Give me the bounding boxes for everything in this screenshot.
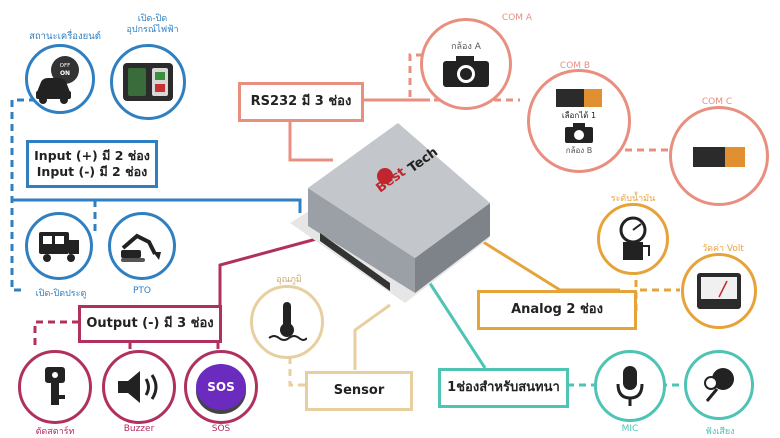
sos-button-graphic: SOS bbox=[196, 364, 246, 410]
speaker-circle bbox=[684, 350, 754, 420]
sos-circle: SOS bbox=[184, 350, 258, 424]
camera-b-label: กล้อง B bbox=[565, 146, 593, 155]
mic-label: MIC bbox=[621, 424, 639, 434]
com-c-label: COM C bbox=[701, 97, 733, 107]
card-reader-icon bbox=[693, 147, 745, 167]
mic-circle bbox=[594, 350, 666, 422]
talk-box: 1ช่องสำหรับสนทนา bbox=[438, 368, 569, 408]
car-icon: OFF ON bbox=[36, 56, 79, 104]
volt-label: วัดค่า Volt bbox=[702, 244, 744, 254]
output-box: Output (-) มี 3 ช่อง bbox=[78, 305, 222, 343]
com-b-label: COM B bbox=[559, 61, 591, 71]
door-label: เปิด-ปิดประตู bbox=[35, 289, 87, 299]
speaker-icon bbox=[704, 368, 734, 402]
option-1-label: เลือกได้ 1 bbox=[561, 111, 597, 120]
volt-circle bbox=[681, 253, 757, 329]
fuel-level-circle bbox=[597, 203, 669, 275]
temperature-circle bbox=[250, 285, 324, 359]
sos-label: SOS bbox=[211, 424, 231, 434]
voltmeter-icon bbox=[697, 273, 741, 309]
mic-icon bbox=[616, 366, 644, 406]
door-circle bbox=[25, 212, 93, 280]
camera-a-label: กล้อง A bbox=[451, 42, 481, 52]
switch-panel-icon bbox=[123, 63, 173, 101]
on-label: ON bbox=[60, 70, 70, 77]
truck-icon bbox=[39, 232, 79, 262]
fuel-level-label: ระดับน้ำมัน bbox=[610, 194, 656, 204]
off-label: OFF bbox=[60, 63, 71, 69]
analog-box: Analog 2 ช่อง bbox=[477, 290, 637, 330]
engine-status-label: สถานะเครื่องยนต์ bbox=[29, 31, 101, 42]
fuel-gauge-icon bbox=[619, 216, 650, 260]
rs232-box: RS232 มี 3 ช่อง bbox=[238, 82, 364, 122]
temperature-label: อุณภูมิ bbox=[276, 275, 302, 285]
thermometer-icon bbox=[268, 302, 307, 341]
tracking-device: Best Tech bbox=[290, 123, 490, 303]
key-icon bbox=[45, 367, 65, 405]
power-toggle-circle bbox=[110, 44, 186, 120]
sos-button-text: SOS bbox=[207, 380, 235, 394]
buzzer-label: Buzzer bbox=[123, 424, 155, 434]
input-box: Input (+) มี 2 ช่อง Input (-) มี 2 ช่อง bbox=[26, 140, 158, 188]
rfid-reader-icon bbox=[556, 89, 602, 107]
com-b-circle: เลือกได้ 1 กล้อง B bbox=[527, 69, 631, 173]
pto-label: PTO bbox=[132, 286, 151, 296]
com-a-label: COM A bbox=[501, 13, 533, 23]
buzzer-icon bbox=[118, 371, 158, 403]
camera-b-icon bbox=[565, 123, 593, 143]
engine-status-circle: OFF ON bbox=[25, 44, 95, 114]
starter-label: ตัดสตาร์ท bbox=[35, 427, 75, 437]
sensor-box: Sensor bbox=[305, 371, 413, 411]
excavator-icon bbox=[121, 233, 161, 262]
power-toggle-label: เปิด-ปิด อุปกรณ์ไฟฟ้า bbox=[126, 14, 179, 35]
pto-circle bbox=[108, 212, 176, 280]
starter-circle bbox=[18, 350, 92, 424]
com-a-circle: กล้อง A bbox=[420, 18, 512, 110]
camera-icon bbox=[443, 56, 489, 87]
speaker-label: ฟังเสียง bbox=[705, 427, 735, 437]
com-c-circle bbox=[669, 106, 769, 206]
buzzer-circle bbox=[102, 350, 176, 424]
